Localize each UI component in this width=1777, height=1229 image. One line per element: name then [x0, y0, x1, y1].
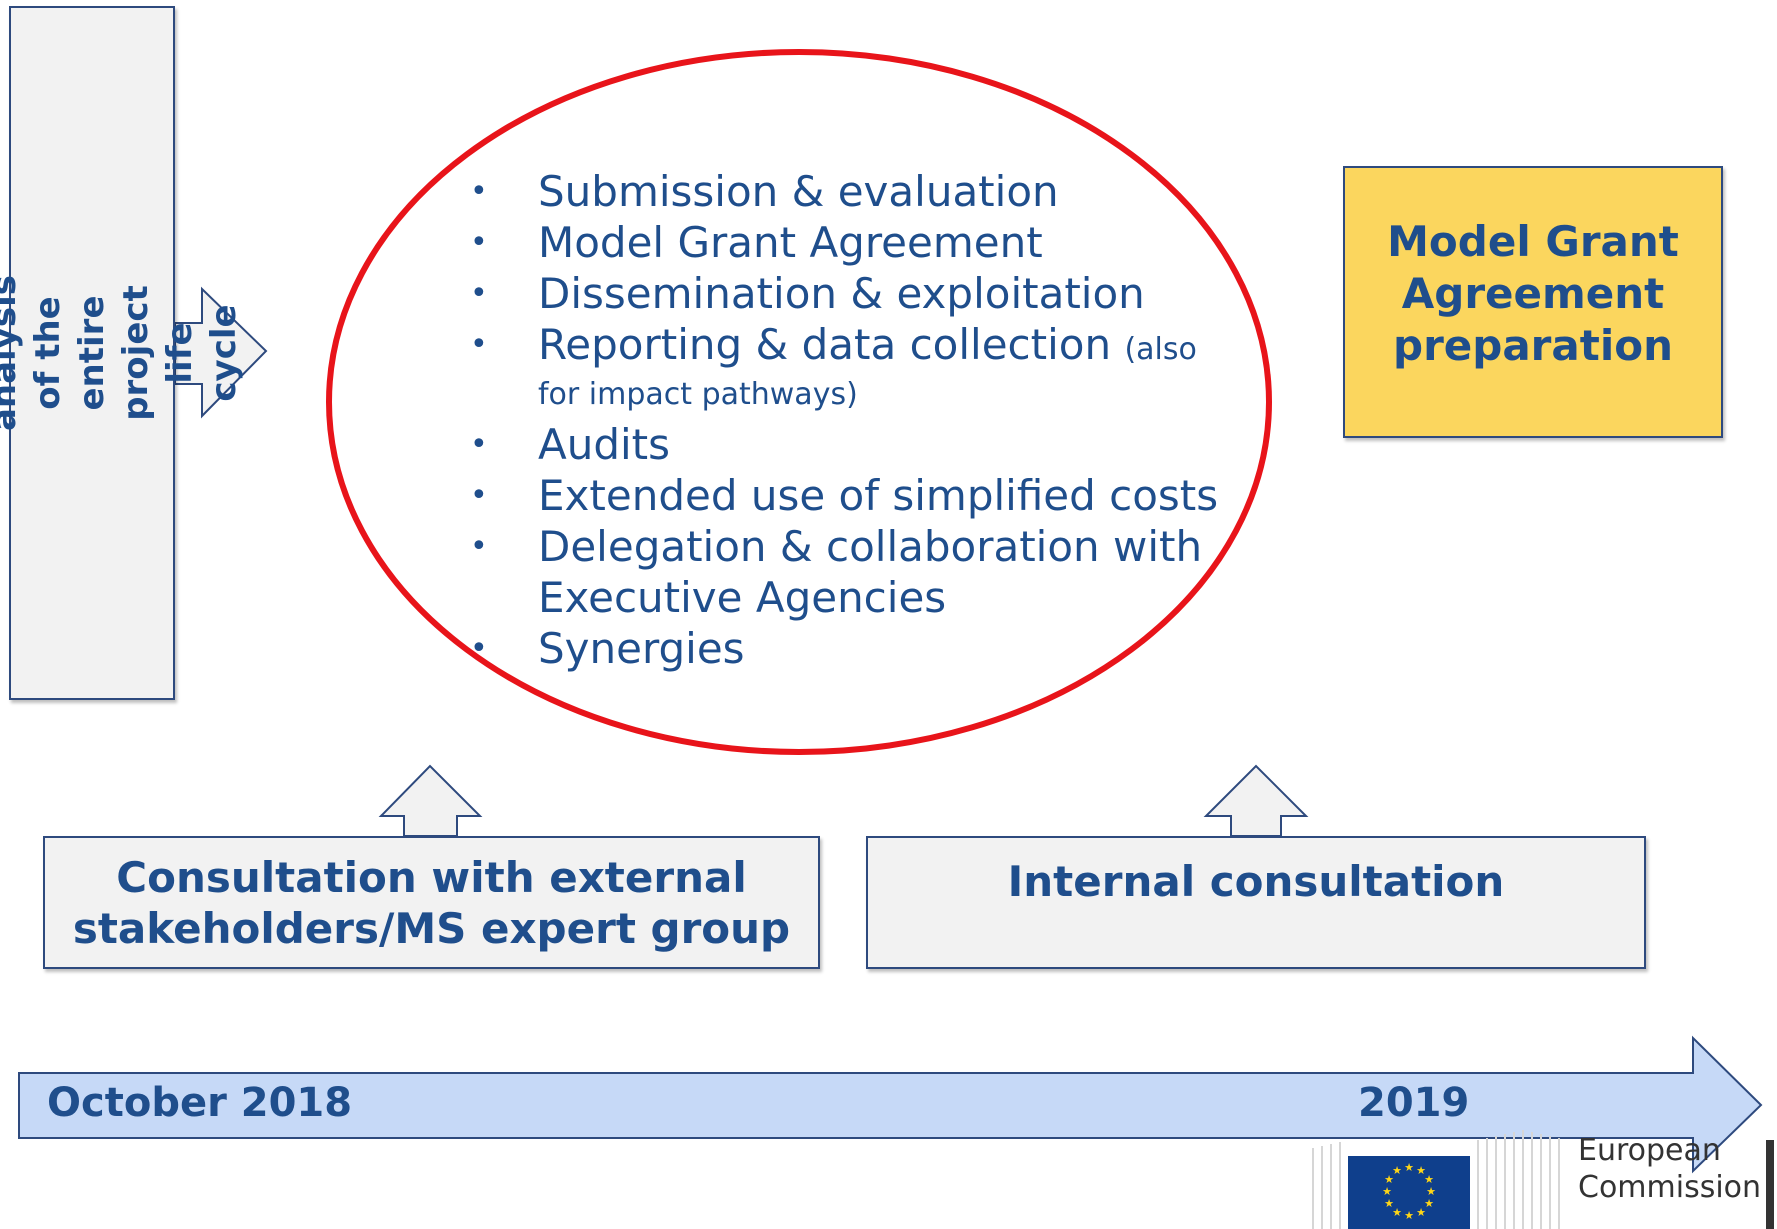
svg-text:★: ★: [1384, 1197, 1394, 1210]
list-item: • Reporting & data collection (also for im…: [470, 319, 1260, 415]
list-item-subnote: for impact pathways): [538, 377, 858, 412]
timeline-end-label: 2019: [1358, 1080, 1470, 1126]
list-item: • Synergies: [470, 623, 1260, 674]
external-consultation-label: Consultation with external stakeholders/…: [72, 853, 791, 953]
logo-stripes: [1312, 1130, 1560, 1229]
svg-text:★: ★: [1392, 1206, 1402, 1219]
list-item-text: Audits: [538, 420, 671, 469]
bullet-icon: •: [470, 276, 488, 311]
lifecycle-analysis-label-wrap: Full analysis of the entire project life…: [0, 6, 244, 700]
bullet-icon: •: [470, 225, 488, 260]
bullet-icon: •: [470, 529, 488, 564]
eu-flag-icon: [1348, 1156, 1470, 1229]
logo-line-1: European: [1578, 1133, 1721, 1168]
svg-text:★: ★: [1424, 1197, 1434, 1210]
list-item-text: Reporting & data collection: [538, 320, 1112, 369]
list-item: • Extended use of simplified costs: [470, 470, 1260, 521]
bullet-icon: •: [470, 478, 488, 513]
logo-line-2: Commission: [1578, 1170, 1762, 1205]
list-item: • Submission & evaluation: [470, 166, 1260, 217]
right-arrow-icon: [174, 286, 268, 419]
logo-divider: [1766, 1140, 1774, 1229]
european-commission-logo: European Commission: [1578, 1132, 1761, 1206]
mga-preparation-box: Model Grant Agreement preparation: [1343, 166, 1723, 438]
bullet-icon: •: [470, 327, 488, 362]
list-item-text: Synergies: [538, 624, 745, 673]
svg-text:★: ★: [1426, 1185, 1436, 1198]
svg-text:★: ★: [1416, 1206, 1426, 1219]
svg-text:★: ★: [1382, 1185, 1392, 1198]
external-consultation-box: Consultation with external stakeholders/…: [43, 836, 820, 969]
timeline-arrow: [18, 1035, 1763, 1174]
list-item-text: Dissemination & exploitation: [538, 269, 1145, 318]
lifecycle-analysis-box: [9, 6, 175, 700]
svg-text:★: ★: [1404, 1161, 1414, 1174]
list-item-text: Model Grant Agreement: [538, 218, 1043, 267]
list-item-text: Delegation & collaboration with Executiv…: [538, 522, 1203, 622]
internal-consultation-box: Internal consultation: [866, 836, 1646, 969]
svg-text:★: ★: [1416, 1164, 1426, 1177]
bullet-icon: •: [470, 427, 488, 462]
list-item: • Model Grant Agreement: [470, 217, 1260, 268]
up-arrow-icon: [1203, 764, 1309, 837]
list-item-note: (also: [1124, 332, 1197, 367]
svg-text:★: ★: [1404, 1209, 1414, 1222]
list-item: • Audits: [470, 419, 1260, 470]
svg-text:★: ★: [1392, 1164, 1402, 1177]
mga-preparation-label: Model Grant Agreement preparation: [1387, 217, 1679, 370]
list-item-text: Extended use of simplified costs: [538, 471, 1219, 520]
svg-text:★: ★: [1424, 1173, 1434, 1186]
eu-stars: ★ ★ ★ ★ ★ ★ ★ ★ ★ ★ ★ ★: [1382, 1161, 1436, 1222]
list-item: • Dissemination & exploitation: [470, 268, 1260, 319]
list-item: • Delegation & collaboration with Executi…: [470, 521, 1260, 623]
list-item-text: Submission & evaluation: [538, 167, 1059, 216]
svg-text:★: ★: [1384, 1173, 1394, 1186]
topics-list: • Submission & evaluation • Model Grant Ag…: [470, 166, 1260, 674]
internal-consultation-label: Internal consultation: [1007, 857, 1505, 906]
timeline-start-label: October 2018: [47, 1080, 353, 1126]
bullet-icon: •: [470, 631, 488, 666]
bullet-icon: •: [470, 174, 488, 209]
up-arrow-icon: [378, 764, 483, 837]
focus-ellipse: [326, 49, 1272, 755]
lifecycle-analysis-label: Full analysis of the entire project life…: [0, 274, 244, 432]
